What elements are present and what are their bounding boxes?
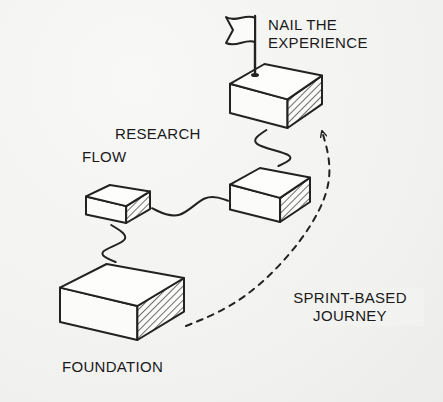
edge-label: SPRINT-BASED JOURNEY [276,288,424,326]
box-top [230,168,310,198]
path-line [152,197,228,216]
box-3d [84,183,152,225]
flag-cloth [226,17,255,45]
stage-label: RESEARCH [115,125,215,143]
flag-base [251,73,259,77]
stage-label: NAIL THE EXPERIENCE [268,16,388,52]
box-top [86,185,150,206]
stage-box: RESEARCH [228,166,312,224]
stage-box: NAIL THE EXPERIENCE [228,62,324,130]
stage-label: FLOW [82,148,142,166]
box-3d [228,166,312,224]
box-3d [228,62,324,130]
box-3d [58,262,186,342]
box-top [230,64,322,99]
stage-box: FOUNDATION [58,262,186,342]
box-top [60,264,184,306]
path-line [102,225,125,262]
stage-box: FLOW [84,183,152,225]
path-line [255,130,290,166]
stage-label: FOUNDATION [62,358,192,376]
